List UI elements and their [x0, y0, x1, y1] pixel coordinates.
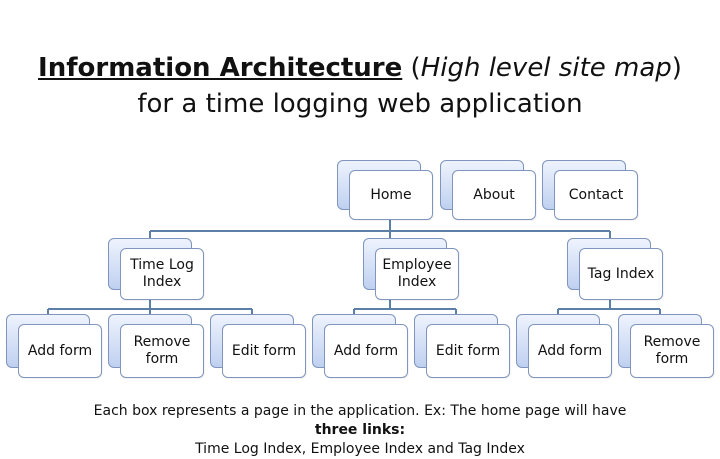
node-timelog-edit-form-label: Edit form [231, 342, 297, 359]
title-line-2: for a time logging web application [137, 89, 583, 119]
footer-line-2: three links: [314, 422, 406, 438]
node-home: Home [337, 160, 433, 220]
title-paren-open: ( [402, 53, 421, 83]
node-time-log-index-label: Time Log Index [130, 257, 194, 290]
node-tag-add-form-label: Add form [537, 342, 603, 359]
node-timelog-add-form: Add form [6, 314, 102, 378]
footer-note: Each box represents a page in the applic… [60, 402, 660, 459]
title-main: Information Architecture [38, 53, 403, 83]
node-timelog-remove-form: Remove form [108, 314, 204, 378]
node-about-label: About [473, 186, 515, 203]
node-time-log-index: Time Log Index [108, 238, 204, 300]
title-paren-close: ) [671, 53, 682, 83]
node-tag-remove-form-label: Remove form [643, 334, 701, 367]
node-employee-index: Employee Index [363, 238, 459, 300]
node-contact-label: Contact [568, 186, 624, 203]
node-timelog-edit-form: Edit form [210, 314, 306, 378]
node-employee-index-label: Employee Index [382, 257, 452, 290]
footer-line-1: Each box represents a page in the applic… [93, 403, 627, 419]
node-about: About [440, 160, 536, 220]
title-subtitle: High level site map [420, 53, 672, 83]
node-tag-remove-form: Remove form [618, 314, 714, 378]
node-tag-add-form: Add form [516, 314, 612, 378]
node-home-label: Home [370, 186, 412, 203]
node-employee-add-form-label: Add form [333, 342, 399, 359]
node-timelog-remove-form-label: Remove form [133, 334, 191, 367]
node-employee-add-form: Add form [312, 314, 408, 378]
node-contact: Contact [542, 160, 638, 220]
node-tag-index-label: Tag Index [587, 265, 655, 282]
diagram-title: Information Architecture (High level sit… [0, 50, 720, 122]
node-employee-edit-form: Edit form [414, 314, 510, 378]
node-timelog-add-form-label: Add form [27, 342, 93, 359]
node-tag-index: Tag Index [567, 238, 663, 300]
node-employee-edit-form-label: Edit form [435, 342, 501, 359]
